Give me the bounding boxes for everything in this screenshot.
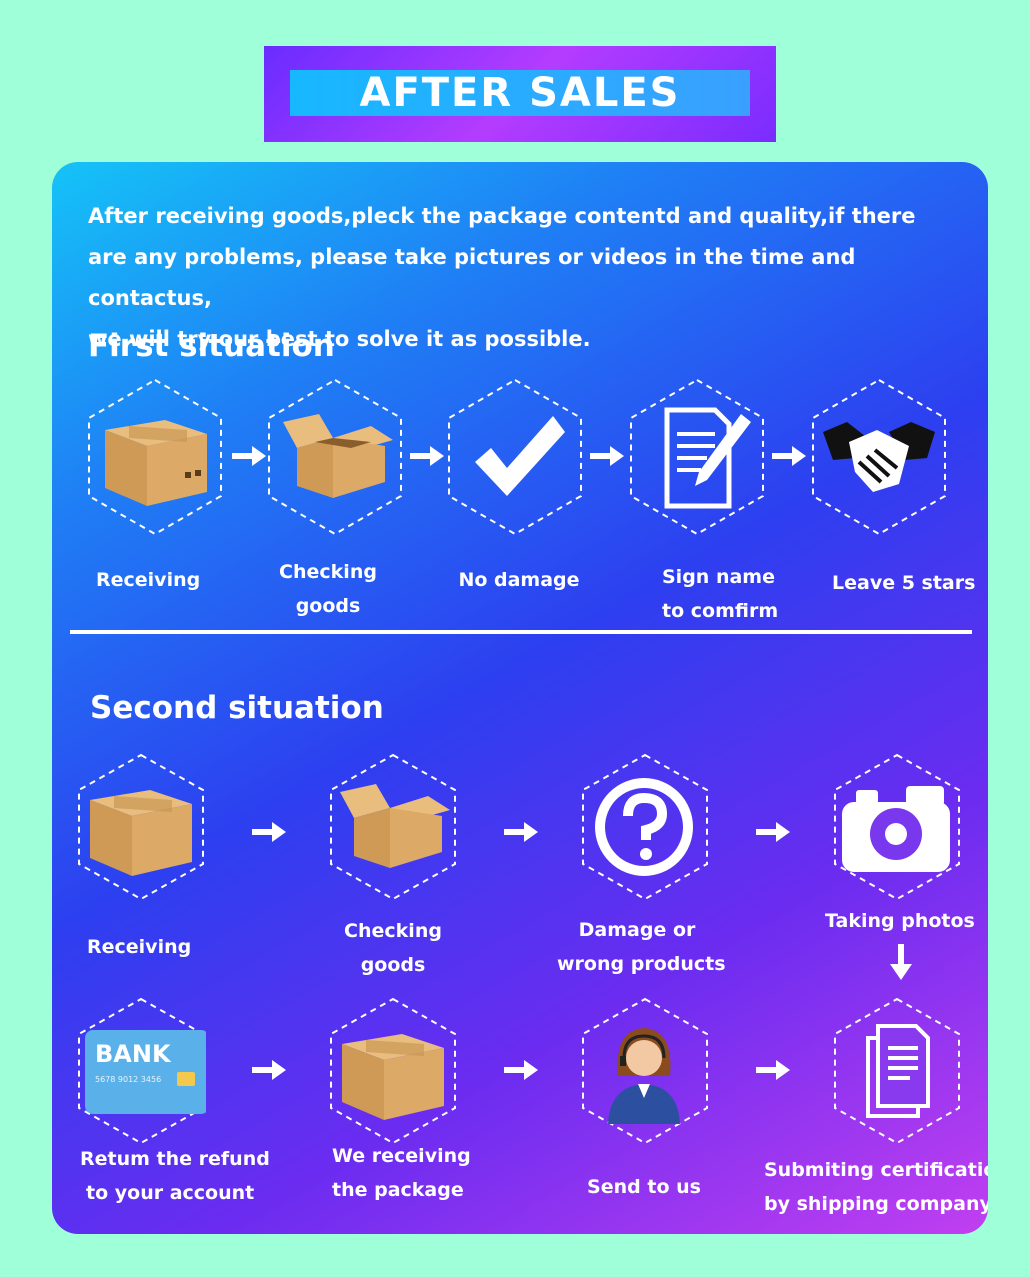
- step-submit-certification: [832, 996, 962, 1156]
- label-line: Checking: [279, 561, 377, 583]
- support-agent-icon: [608, 1028, 680, 1124]
- label-line: Sign name: [662, 566, 775, 588]
- label-line: by shipping company: [764, 1193, 988, 1215]
- step-label: Leave 5 stars: [832, 566, 975, 600]
- step-taking-photos: [832, 752, 962, 912]
- step-sign-name: [627, 377, 767, 537]
- camera-icon: [842, 786, 950, 872]
- step-no-damage: [445, 377, 585, 537]
- arrow-right-icon: [756, 1060, 790, 1080]
- step-damage-or-wrong: [580, 752, 710, 912]
- hexagon-frame: [834, 753, 960, 901]
- header-banner: AFTER SALES: [264, 46, 776, 142]
- box-closed-icon: [342, 1034, 444, 1120]
- hexagon-frame: [330, 753, 456, 901]
- box-open-icon: [340, 784, 450, 868]
- step-receiving: [85, 377, 225, 537]
- label-line: to comfirm: [662, 600, 779, 622]
- step-label: Receiving: [87, 930, 191, 964]
- label-line: the package: [332, 1179, 464, 1201]
- label-line: Damage or: [578, 919, 696, 941]
- step-return-refund: BANK 5678 9012 3456: [76, 996, 206, 1156]
- label-line: We receiving: [332, 1145, 471, 1167]
- header-banner-inner: AFTER SALES: [290, 70, 750, 116]
- section-divider: [70, 630, 972, 634]
- step-label: Taking photos: [825, 904, 975, 938]
- arrow-down-icon: [890, 944, 912, 980]
- label-line: Send to us: [587, 1176, 701, 1198]
- arrow-right-icon: [232, 446, 266, 466]
- step-receiving: [76, 752, 206, 912]
- label-line: to your account: [86, 1182, 255, 1204]
- label-line: goods: [360, 954, 426, 976]
- box-closed-icon: [90, 790, 192, 876]
- hexagon-frame: [330, 997, 456, 1145]
- arrow-right-icon: [252, 822, 286, 842]
- bank-card-icon: BANK 5678 9012 3456: [85, 1030, 206, 1114]
- step-label: Sign name to comfirm: [662, 560, 778, 628]
- hexagon-frame: [582, 997, 708, 1145]
- label-line: goods: [295, 595, 361, 617]
- hexagon-frame: [582, 753, 708, 901]
- step-label: Damage or wrong products: [557, 913, 726, 981]
- label-line: Checking: [344, 920, 442, 942]
- step-send-to-us: [580, 996, 710, 1156]
- step-label: Checking goods: [258, 555, 398, 623]
- label-line: Submiting certification: [764, 1159, 988, 1181]
- arrow-right-icon: [504, 1060, 538, 1080]
- step-checking-goods: [265, 377, 405, 537]
- question-icon: [595, 778, 693, 876]
- step-label: Send to us: [574, 1170, 714, 1204]
- arrow-right-icon: [504, 822, 538, 842]
- arrow-right-icon: [772, 446, 806, 466]
- step-label: No damage: [449, 563, 589, 597]
- label-line: Leave 5 stars: [832, 572, 976, 594]
- label-line: Receiving: [87, 936, 192, 958]
- bank-card-text: BANK: [95, 1040, 172, 1068]
- step-checking-goods: [328, 752, 458, 912]
- label-line: wrong products: [557, 953, 726, 975]
- bank-card-number: 5678 9012 3456: [95, 1075, 161, 1084]
- arrow-right-icon: [756, 822, 790, 842]
- step-leave-stars: [809, 377, 949, 537]
- arrow-right-icon: [252, 1060, 286, 1080]
- documents-icon: [866, 1024, 930, 1118]
- step-label: Checking goods: [323, 914, 463, 982]
- step-we-receiving: [328, 996, 458, 1156]
- document-pen-icon: [664, 407, 751, 509]
- box-closed-icon: [105, 420, 207, 506]
- hexagon-frame: [834, 997, 960, 1145]
- label-line: No damage: [458, 569, 580, 591]
- arrow-right-icon: [590, 446, 624, 466]
- intro-line: After receiving goods,pleck the package …: [88, 204, 916, 228]
- intro-line: are any problems, please take pictures o…: [88, 245, 856, 310]
- step-label: We receiving the package: [332, 1139, 471, 1207]
- after-sales-card: After receiving goods,pleck the package …: [52, 162, 988, 1234]
- label-line: Receiving: [96, 569, 201, 591]
- box-open-icon: [283, 414, 393, 498]
- first-situation-title: First situation: [88, 328, 335, 364]
- label-line: Taking photos: [825, 910, 975, 932]
- handshake-icon: [823, 422, 935, 492]
- arrow-right-icon: [410, 446, 444, 466]
- intro-text: After receiving goods,pleck the package …: [88, 196, 968, 360]
- label-line: Retum the refund: [80, 1148, 270, 1170]
- checkmark-icon: [475, 416, 565, 496]
- intro-line: we will try our best to solve it as poss…: [88, 327, 591, 351]
- step-label: Submiting certification by shipping compa…: [764, 1153, 988, 1221]
- second-situation-title: Second situation: [90, 690, 384, 726]
- hexagon-frame: [78, 753, 204, 901]
- page-title: AFTER SALES: [359, 70, 681, 116]
- step-label: Retum the refund to your account: [80, 1142, 270, 1210]
- step-label: Receiving: [96, 563, 200, 597]
